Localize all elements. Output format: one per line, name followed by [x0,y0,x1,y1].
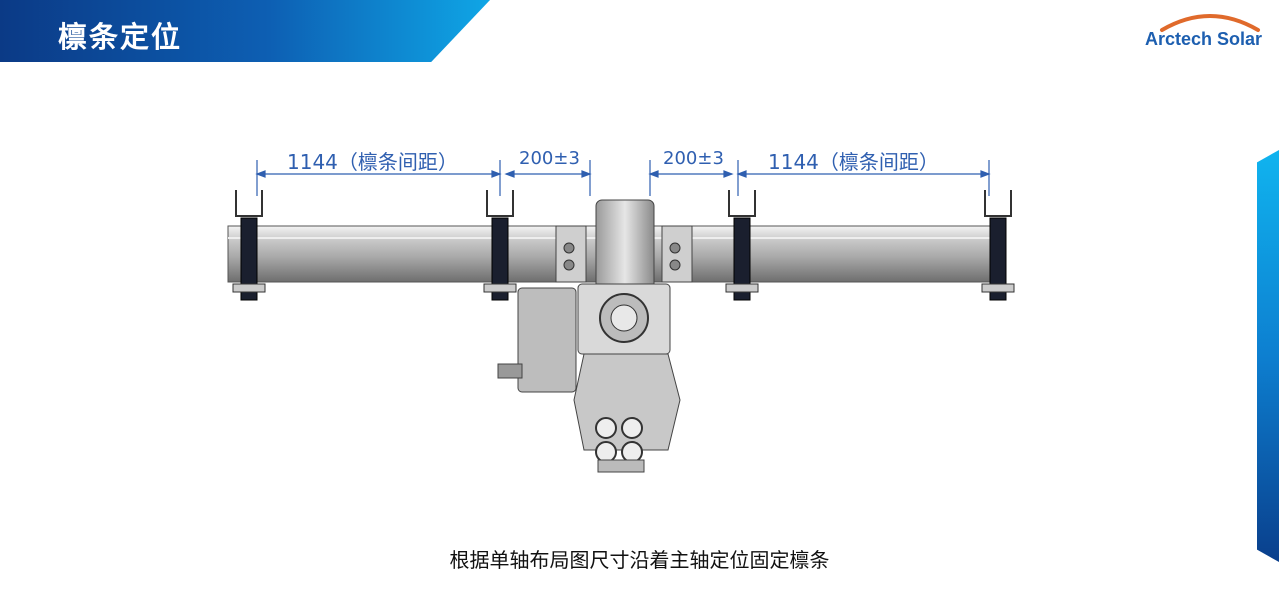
purlin-clamp [981,190,1015,301]
dimension-label-right-offset: 200±3 [663,148,724,169]
decorative-side-bar [1257,150,1279,562]
torque-tube [227,199,999,291]
logo-arc-icon [1160,14,1260,32]
purlin-clamp [483,190,517,301]
dimension-label-right-spacing: 1144（檩条间距） [768,150,939,174]
logo-text: Arctech Solar [1145,29,1263,49]
dimension-label-left-spacing: 1144（檩条间距） [287,150,458,174]
purlin-clamps [232,190,1015,301]
title-banner [0,0,490,62]
page-title: 檩条定位 [58,20,183,54]
brand-logo: Arctech Solar [1140,8,1276,56]
caption-text: 根据单轴布局图尺寸沿着主轴定位固定檩条 [449,548,830,572]
purlin-clamp [725,190,759,301]
drive-assembly [497,283,681,473]
purlin-clamp [232,190,266,301]
dimension-lines [255,160,991,196]
dimension-label-left-offset: 200±3 [519,148,580,169]
